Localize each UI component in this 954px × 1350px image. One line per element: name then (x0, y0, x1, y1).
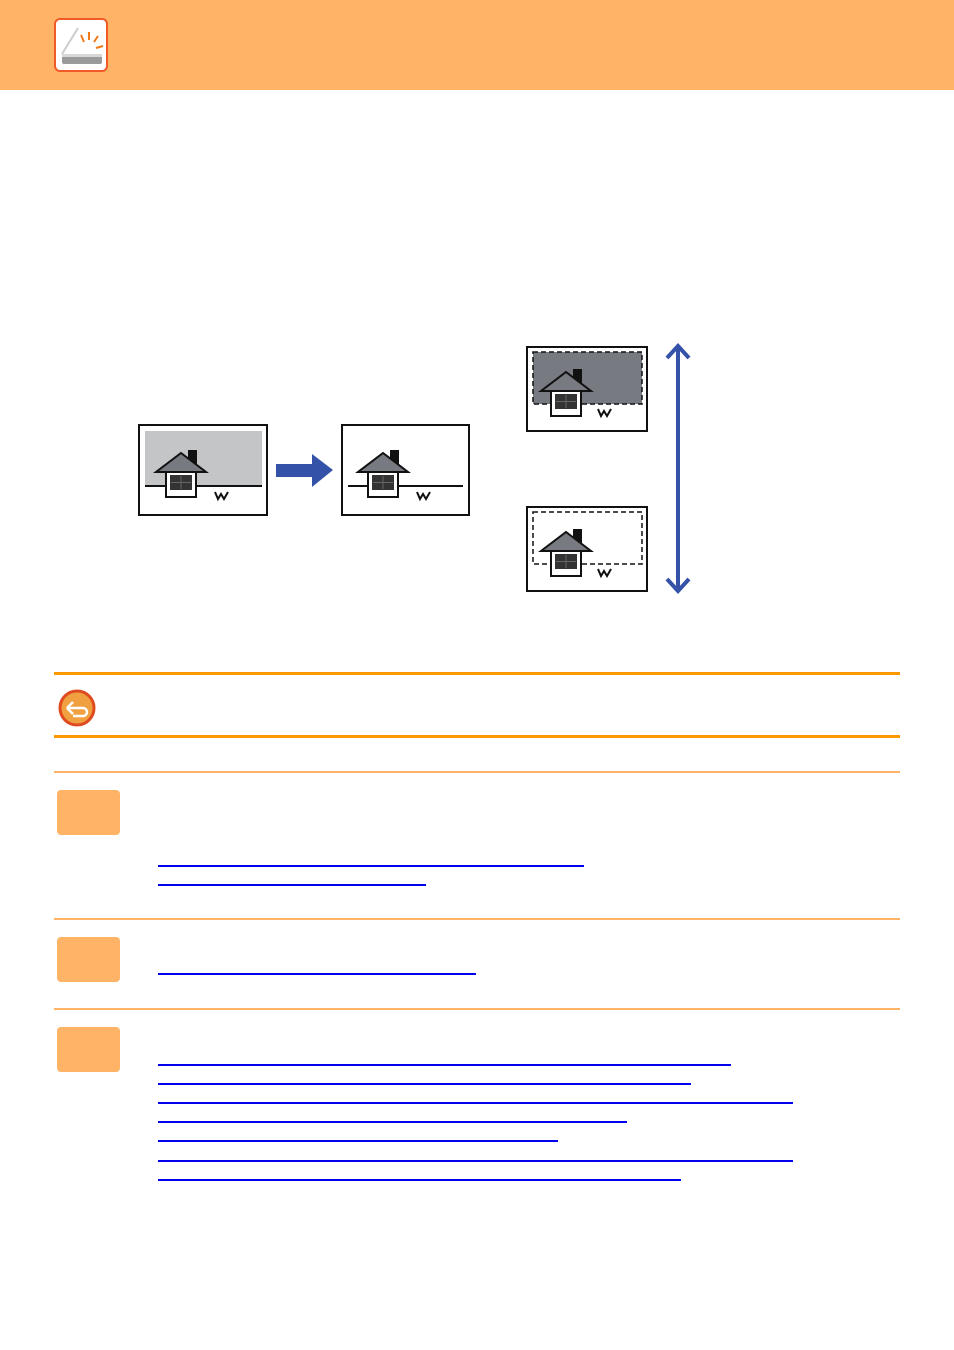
step-divider (54, 771, 900, 773)
step-divider (54, 918, 900, 920)
step2-link-1[interactable] (158, 973, 476, 975)
step3-link-3[interactable] (158, 1102, 793, 1104)
step-number-box (57, 790, 120, 835)
house-after-image (341, 424, 470, 516)
arrow-right-icon (276, 454, 333, 487)
scanner-icon (54, 18, 108, 72)
step3-link-5[interactable] (158, 1140, 558, 1142)
diagram (138, 343, 691, 594)
step1-link-1[interactable] (158, 865, 584, 867)
house-light-background-image (526, 506, 648, 592)
step3-link-1[interactable] (158, 1064, 731, 1066)
step-divider (54, 1008, 900, 1010)
double-arrow-vertical-icon (665, 343, 691, 594)
step1-link-2[interactable] (158, 884, 426, 886)
note-top-rule (54, 672, 900, 675)
step3-link-7[interactable] (158, 1179, 681, 1181)
step3-link-4[interactable] (158, 1121, 627, 1123)
back-arrow-icon[interactable] (58, 689, 96, 732)
step3-link-6[interactable] (158, 1160, 793, 1162)
note-bottom-rule (54, 735, 900, 738)
page-header (0, 0, 954, 90)
step-number-box (57, 1027, 120, 1072)
house-before-image (138, 424, 268, 516)
step-number-box (57, 937, 120, 982)
house-dark-background-image (526, 346, 648, 432)
step3-link-2[interactable] (158, 1083, 691, 1085)
